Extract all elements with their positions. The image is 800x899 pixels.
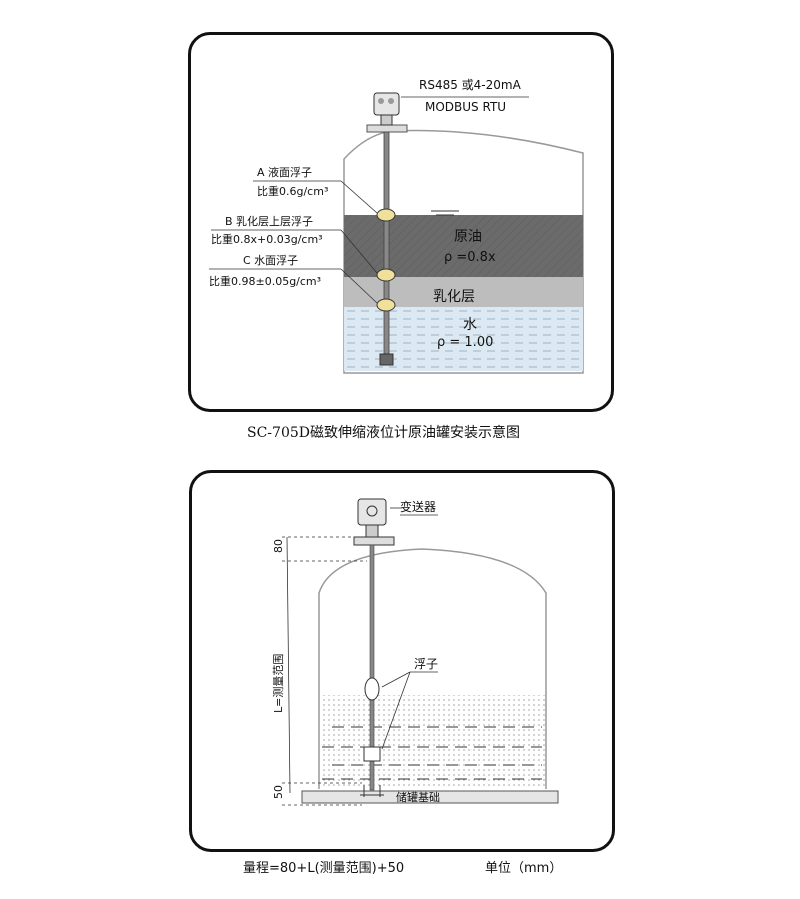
float-b-name: B 乳化层上层浮子 xyxy=(225,214,313,228)
float-a-icon xyxy=(376,208,396,222)
base-label: 储罐基础 xyxy=(396,790,440,804)
float-bottom-icon xyxy=(363,746,381,762)
dimension-lines xyxy=(282,536,367,806)
transmitter-label: 变送器 xyxy=(400,499,436,514)
probe-rod xyxy=(383,131,390,365)
top-caption: SC-705D磁致伸缩液位计原油罐安装示意图 xyxy=(247,425,520,441)
water-label: 水 xyxy=(463,317,477,333)
dim-top: 80 xyxy=(272,539,285,553)
probe-rod-2 xyxy=(369,544,375,791)
probe-weight xyxy=(379,353,394,366)
signal-line-2: MODBUS RTU xyxy=(425,100,506,114)
float-b-icon xyxy=(376,268,396,282)
installation-diagram-panel: 储罐基础 变送器 浮子 xyxy=(189,470,615,852)
flange xyxy=(366,124,408,133)
liquid-dotted xyxy=(320,695,545,789)
oil-tank-diagram-panel: RS485 或4-20mA MODBUS RTU A 液面浮子 比重0.6g/c… xyxy=(188,32,614,412)
float-a-density: 比重0.6g/cm³ xyxy=(257,184,328,198)
signal-line-1: RS485 或4-20mA xyxy=(419,78,522,92)
tank-base xyxy=(301,790,559,804)
liquid-dashes xyxy=(322,726,542,780)
transmitter-head-icon xyxy=(373,92,400,126)
float-c-icon xyxy=(376,298,396,312)
water-density: ρ = 1.00 xyxy=(437,335,493,350)
float-c-density: 比重0.98±0.05g/cm³ xyxy=(209,274,321,288)
oil-label: 原油 xyxy=(454,229,482,245)
installation-diagram: 储罐基础 变送器 浮子 xyxy=(271,498,559,806)
oil-density: ρ =0.8x xyxy=(444,250,496,265)
float-c-name: C 水面浮子 xyxy=(243,254,298,267)
range-formula: 量程=80+L(测量范围)+50 xyxy=(243,861,405,876)
float-top-icon xyxy=(364,677,380,701)
float-a-name: A 液面浮子 xyxy=(257,165,312,179)
oil-tank-diagram: RS485 或4-20mA MODBUS RTU A 液面浮子 比重0.6g/c… xyxy=(209,78,584,374)
float-label: 浮子 xyxy=(414,657,438,671)
transmitter-icon xyxy=(357,498,387,538)
flange-2 xyxy=(353,536,395,546)
dim-bottom: 50 xyxy=(272,785,285,799)
unit-label: 单位（mm） xyxy=(485,861,563,876)
oil-hatch xyxy=(344,215,583,277)
float-b-density: 比重0.8x+0.03g/cm³ xyxy=(211,232,323,246)
dim-range: L=测量范围 xyxy=(271,654,285,713)
probe-foot-icon xyxy=(360,785,384,797)
emulsion-label: 乳化层 xyxy=(433,289,475,305)
tank-outline-2 xyxy=(318,548,547,789)
